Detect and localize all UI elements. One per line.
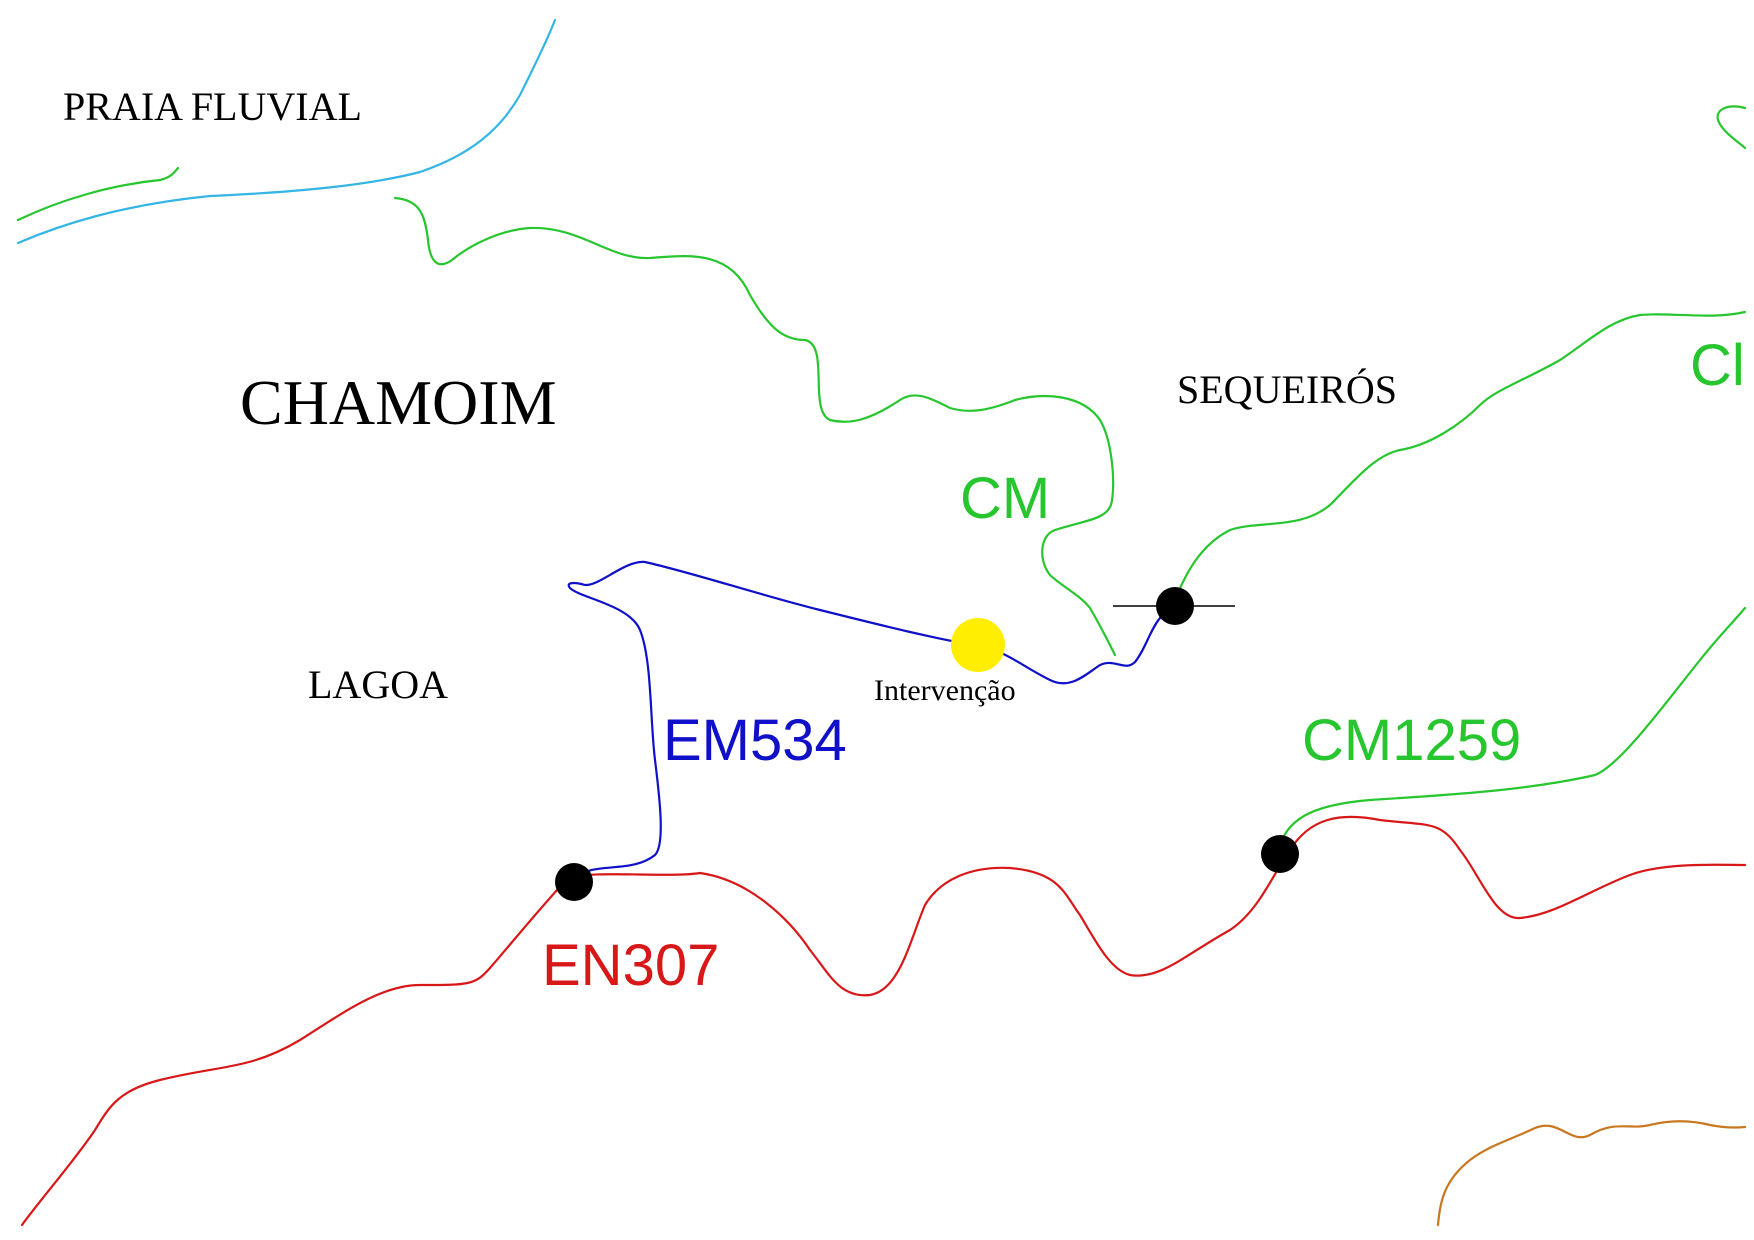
road-label-cm: CM xyxy=(960,466,1050,531)
municipal-road-cm1259 xyxy=(1276,606,1747,854)
road-em534 xyxy=(567,560,1177,882)
place-sequeiros: SEQUEIRÓS xyxy=(1177,367,1397,412)
place-praia-fluvial: PRAIA FLUVIAL xyxy=(63,84,362,129)
road-en307 xyxy=(20,815,1747,1227)
municipal-road-cm xyxy=(393,196,1117,657)
place-lagoa: LAGOA xyxy=(308,662,448,707)
municipal-road-top-right xyxy=(1716,105,1747,150)
place-chamoim: CHAMOIM xyxy=(240,367,556,438)
local-road-bottom-right xyxy=(1436,1120,1747,1227)
road-label-cl: Cl xyxy=(1690,333,1745,398)
junction-em534-en307 xyxy=(555,863,593,901)
junction-cm1259-en307 xyxy=(1261,835,1299,873)
junction-sequeiros xyxy=(1156,587,1194,625)
road-label-cm1259: CM1259 xyxy=(1302,708,1521,773)
intervention-point xyxy=(951,618,1005,672)
river-line xyxy=(16,18,557,245)
road-label-en307: EN307 xyxy=(542,933,719,998)
road-label-em534: EM534 xyxy=(663,708,847,773)
intervention-label: Intervenção xyxy=(874,674,1016,707)
municipal-road-ne xyxy=(1173,310,1747,602)
municipal-road-river xyxy=(16,166,180,222)
